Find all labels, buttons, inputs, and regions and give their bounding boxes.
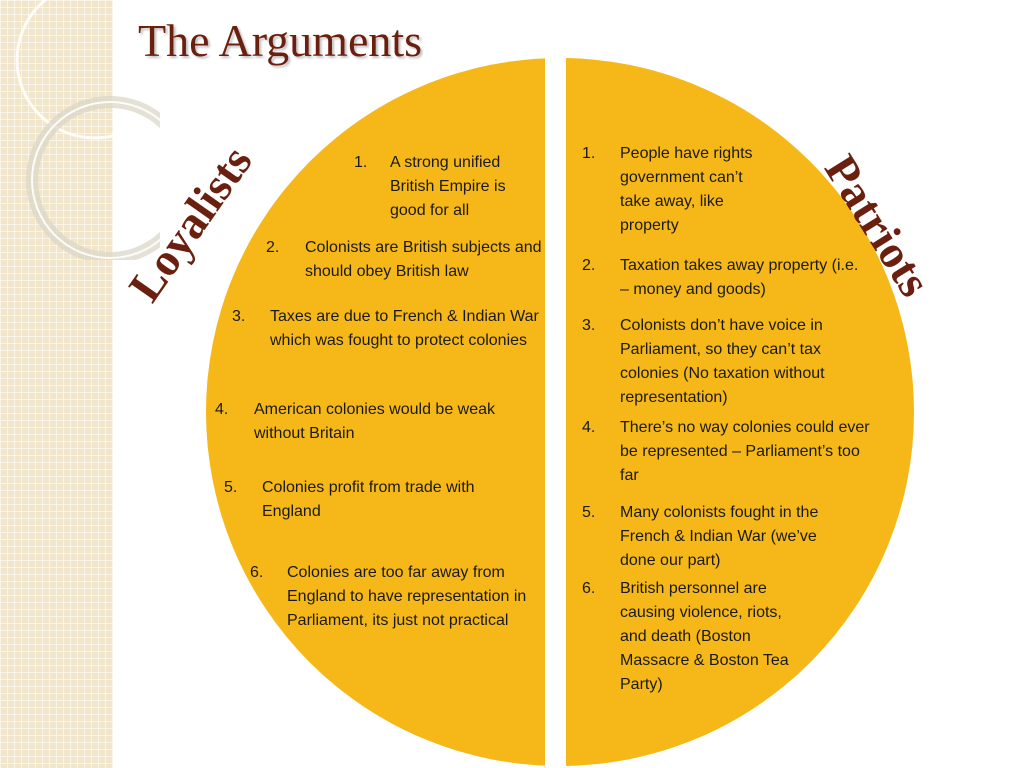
loyalist-argument-1: 1. A strong unified British Empire is go… xyxy=(354,151,529,223)
loyalist-argument-5: 5. Colonies profit from trade with Engla… xyxy=(224,476,524,524)
item-number: 1. xyxy=(582,145,596,162)
patriot-argument-3: 3. Colonists don’t have voice in Parliam… xyxy=(582,314,877,410)
patriot-argument-5: 5. Many colonists fought in the French &… xyxy=(582,501,827,573)
loyalist-argument-3: 3. Taxes are due to French & Indian War … xyxy=(232,305,544,353)
slide-title: The Arguments xyxy=(138,15,423,66)
item-number: 4. xyxy=(215,401,229,418)
item-number: 4. xyxy=(582,419,596,436)
patriots-half-circle xyxy=(566,58,914,766)
item-number: 5. xyxy=(582,504,596,521)
patriot-argument-6: 6. British personnel are causing violenc… xyxy=(582,577,792,697)
patriot-argument-1: 1. People have rights government can’t t… xyxy=(582,142,777,238)
patriot-argument-2: 2. Taxation takes away property (i.e. – … xyxy=(582,254,867,302)
patriot-argument-4: 4. There’s no way colonies could ever be… xyxy=(582,416,882,488)
item-text: A strong unified British Empire is good … xyxy=(390,154,506,219)
item-text: Colonists don’t have voice in Parliament… xyxy=(620,317,825,406)
item-number: 6. xyxy=(250,564,264,581)
item-text: Many colonists fought in the French & In… xyxy=(620,504,819,569)
item-number: 3. xyxy=(232,308,246,325)
loyalist-argument-2: 2. Colonists are British subjects and sh… xyxy=(266,236,546,284)
item-number: 3. xyxy=(582,317,596,334)
item-text: American colonies would be weak without … xyxy=(254,401,496,442)
item-text: There’s no way colonies could ever be re… xyxy=(620,419,870,484)
item-number: 5. xyxy=(224,479,238,496)
loyalist-argument-6: 6. Colonies are too far away from Englan… xyxy=(250,561,530,633)
item-text: Colonies are too far away from England t… xyxy=(287,564,527,629)
item-text: Taxation takes away property (i.e. – mon… xyxy=(620,257,859,298)
item-number: 6. xyxy=(582,580,596,597)
loyalists-half-circle xyxy=(206,58,545,766)
item-number: 2. xyxy=(582,257,596,274)
item-number: 2. xyxy=(266,239,280,256)
item-text: People have rights government can’t take… xyxy=(620,145,753,234)
item-text: Colonies profit from trade with England xyxy=(262,479,475,520)
decorative-rings xyxy=(15,0,160,260)
loyalist-argument-4: 4. American colonies would be weak witho… xyxy=(215,398,540,446)
item-text: British personnel are causing violence, … xyxy=(620,580,789,693)
item-text: Taxes are due to French & Indian War whi… xyxy=(270,308,539,349)
item-number: 1. xyxy=(354,154,368,171)
item-text: Colonists are British subjects and shoul… xyxy=(305,239,542,280)
